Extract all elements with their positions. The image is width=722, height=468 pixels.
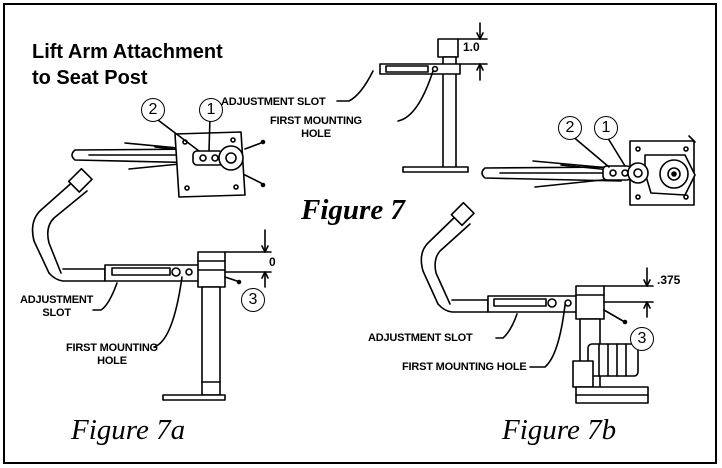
label-first-mounting-hole-7b: FIRST MOUNTING HOLE bbox=[402, 361, 527, 373]
title-line-1: Lift Arm Attachment bbox=[32, 41, 223, 63]
figure-7a-caption: Figure 7a bbox=[71, 414, 186, 446]
top-seat-post-side-view bbox=[379, 22, 488, 173]
dimension-top: 1.0 bbox=[463, 40, 480, 54]
label-hole-line: HOLE bbox=[301, 128, 331, 140]
label-first-mounting-line-7a: FIRST MOUNTING bbox=[66, 342, 158, 354]
label-first-mounting-hole-top: FIRST MOUNTING HOLE bbox=[270, 115, 362, 141]
callout-1-top-right: 1 bbox=[594, 116, 618, 140]
label-adjustment-slot-7b: ADJUSTMENT SLOT bbox=[368, 332, 473, 344]
figure-7b-side-view bbox=[420, 201, 654, 404]
callout-2-top-left: 2 bbox=[141, 98, 165, 122]
dimension-7a: 0 bbox=[269, 255, 276, 269]
top-right-arm-plan-view bbox=[481, 134, 696, 206]
label-adjustment-slot-7a: ADJUSTMENT SLOT bbox=[20, 294, 93, 320]
figure-7-caption: Figure 7 bbox=[301, 194, 405, 226]
label-first-mounting-hole-7a: FIRST MOUNTING HOLE bbox=[66, 342, 158, 368]
dimension-7b: .375 bbox=[657, 273, 681, 287]
diagram-title: Lift Arm Attachment to Seat Post bbox=[32, 39, 223, 91]
top-left-arm-plan-view bbox=[71, 116, 266, 198]
label-adjustment-line-7a: ADJUSTMENT bbox=[20, 294, 94, 306]
label-hole-line-7a: HOLE bbox=[97, 355, 127, 367]
label-slot-line-7a: SLOT bbox=[42, 307, 71, 319]
figure-7b-caption: Figure 7b bbox=[502, 414, 617, 446]
figure-7a-side-view bbox=[31, 167, 272, 401]
top-label-leaders bbox=[336, 70, 434, 122]
callout-2-top-right: 2 bbox=[558, 116, 582, 140]
diagram-artwork bbox=[31, 22, 696, 404]
label-adjustment-slot-top: ADJUSTMENT SLOT bbox=[221, 96, 326, 108]
diagram-frame: Lift Arm Attachment to Seat Post Figure … bbox=[3, 3, 717, 464]
title-line-2: to Seat Post bbox=[32, 67, 148, 89]
callout-1-top-left: 1 bbox=[199, 98, 223, 122]
callout-3-figure-7a: 3 bbox=[241, 288, 265, 312]
callout-3-figure-7b: 3 bbox=[630, 327, 654, 351]
label-first-mounting-line: FIRST MOUNTING bbox=[270, 115, 362, 127]
